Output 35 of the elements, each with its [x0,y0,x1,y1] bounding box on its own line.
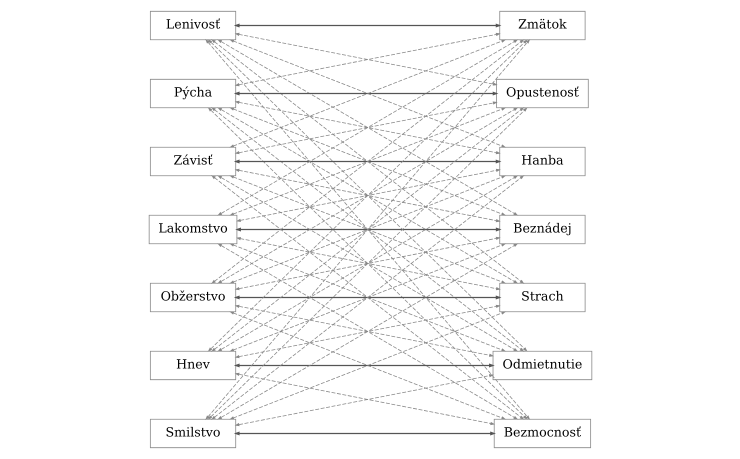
arrow [228,243,506,352]
arrow [228,39,506,148]
arrow [207,39,528,352]
arrow [207,107,528,420]
arrow [216,175,518,352]
node-box: Opustenosť [496,78,588,108]
arrow [233,363,494,368]
arrow [216,39,518,216]
node-box: Lakomstvo [148,214,237,244]
arrow [216,107,518,284]
arrow [210,39,524,284]
node-box: Smilstvo [149,418,236,448]
node-box: Závisť [149,146,236,176]
arrow [233,160,501,164]
arrow [210,107,524,352]
node-box: Obžerstvo [149,282,236,312]
arrow [233,295,501,300]
node-box: Pýcha [149,78,236,108]
arrow [233,431,496,436]
node-box: Odmietnutie [492,350,592,380]
arrow [234,228,502,232]
arrow [233,24,501,28]
node-box: Lenivosť [149,10,236,40]
node-box: Bezmocnosť [493,418,591,448]
arrow [228,175,506,284]
node-box: Beznádej [498,214,586,244]
node-box: Zmätok [498,10,586,40]
arrow [210,175,524,420]
arrow [233,92,498,96]
arrow [228,311,506,420]
arrow [216,243,518,420]
arrow [228,107,506,216]
node-box: Hnev [149,350,236,380]
node-box: Strach [498,282,586,312]
node-box: Hanba [498,146,586,176]
